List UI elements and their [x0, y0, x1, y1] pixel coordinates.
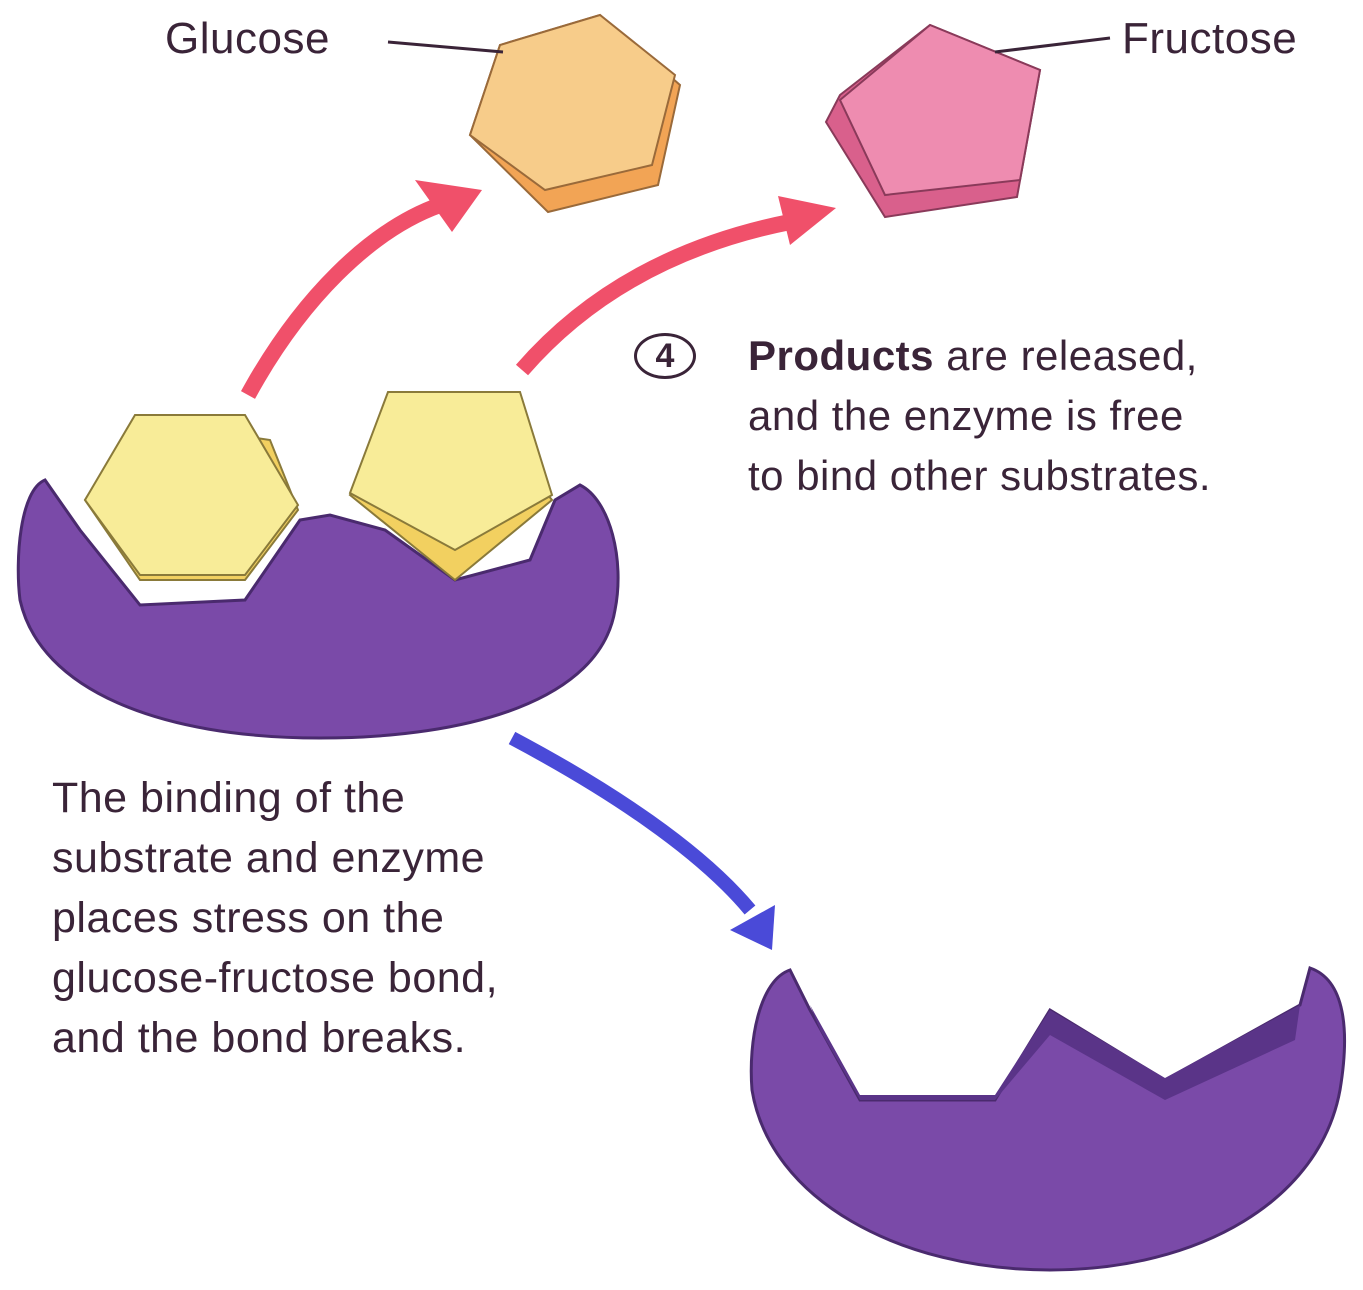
enzyme-free — [749, 966, 1347, 1272]
step-3-line-1: The binding of the — [52, 774, 406, 822]
step-4-line-1: Products are released, — [748, 326, 1211, 386]
step-3-line-3: places stress on the — [52, 894, 445, 942]
step-3-line-5: and the bond breaks. — [52, 1014, 467, 1062]
next-step-arrow — [508, 731, 775, 950]
step-4-number: 4 — [634, 333, 696, 379]
step-3-caption: The binding of the substrate and enzyme … — [52, 768, 498, 1068]
glucose-leader-line — [387, 40, 504, 54]
step-4-line-3: to bind other substrates. — [748, 452, 1212, 499]
step-4-line-1-rest: are released, — [934, 332, 1198, 379]
fructose-molecule — [824, 23, 1042, 219]
step-4-line-2: and the enzyme is free — [748, 392, 1184, 439]
products-bold: Products — [748, 332, 935, 379]
glucose-molecule — [468, 13, 682, 214]
glucose-label: Glucose — [165, 14, 330, 63]
step-4-caption: Products are released, and the enzyme is… — [748, 326, 1211, 506]
fructose-leader-line — [994, 36, 1111, 54]
fructose-label: Fructose — [1122, 14, 1298, 63]
release-arrow-glucose — [240, 180, 482, 399]
step-3-line-4: glucose-fructose bond, — [52, 954, 499, 1002]
release-arrow-fructose — [515, 196, 836, 376]
step-3-line-2: substrate and enzyme — [52, 834, 486, 882]
enzyme-bound — [16, 391, 620, 740]
